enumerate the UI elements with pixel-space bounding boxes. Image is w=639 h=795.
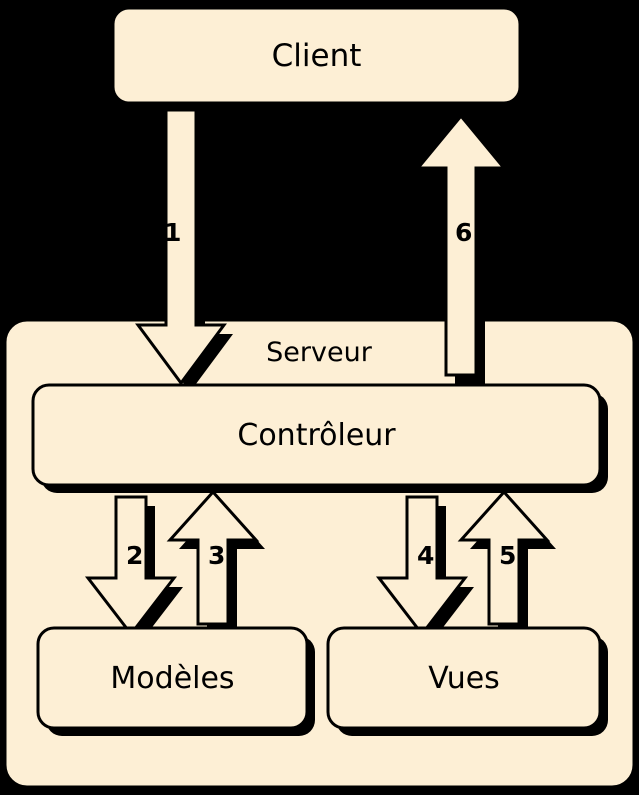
arrow-3-modeles-to-controleur	[166, 489, 265, 633]
arrow-6-controleur-to-client	[414, 113, 513, 384]
arrow-1-client-to-controleur	[135, 108, 233, 392]
arrow-5-vues-to-controleur	[457, 489, 556, 633]
node-modeles	[36, 626, 315, 736]
arrow-4-controleur-to-vues	[375, 495, 474, 643]
arrow-2-controleur-to-modeles	[84, 495, 183, 643]
node-vues	[326, 626, 608, 736]
node-client	[111, 6, 528, 111]
node-controleur	[31, 383, 608, 493]
